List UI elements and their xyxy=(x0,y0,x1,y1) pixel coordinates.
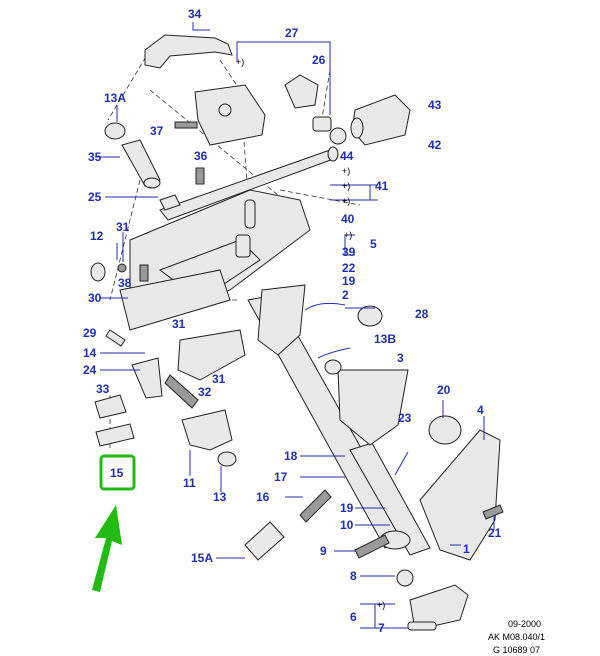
label-41: 41 xyxy=(375,179,389,193)
label-31-c: 31 xyxy=(212,372,226,386)
label-33: 33 xyxy=(96,382,110,396)
label-44: 44 xyxy=(340,149,354,163)
label-19-a: 19 xyxy=(342,274,356,288)
roller-13b xyxy=(324,359,342,375)
bolts xyxy=(117,121,205,282)
label-35: 35 xyxy=(88,150,102,164)
footer-date: 09-2000 xyxy=(508,619,541,629)
shift-bracket-34 xyxy=(144,34,233,69)
sleeve-15a xyxy=(244,521,285,561)
label-34: 34 xyxy=(188,7,202,21)
detent-parts xyxy=(94,394,135,447)
label-13b: 13B xyxy=(374,332,396,346)
lower-linkage xyxy=(396,569,469,631)
direction-arrows xyxy=(304,302,409,476)
label-18: 18 xyxy=(284,449,298,463)
clip-11 xyxy=(181,409,233,451)
label-6: 6 xyxy=(350,610,357,624)
label-31-b: 31 xyxy=(172,317,186,331)
label-9: 9 xyxy=(320,544,327,558)
footer-code: G 10689 07 xyxy=(493,645,540,655)
shift-fork-2 xyxy=(257,284,306,356)
selector-housing xyxy=(119,189,311,331)
label-31-a: 31 xyxy=(116,220,130,234)
label-28: 28 xyxy=(415,307,429,321)
label-4: 4 xyxy=(477,403,484,417)
label-23: 23 xyxy=(398,411,412,425)
label-36: 36 xyxy=(194,149,208,163)
label-2: 2 xyxy=(342,288,349,302)
label-14: 14 xyxy=(83,346,97,360)
green-arrow-icon xyxy=(92,505,122,592)
label-43: 43 xyxy=(428,98,442,112)
shift-fork-3 xyxy=(337,369,409,446)
label-19-b: 19 xyxy=(340,501,354,515)
label-1: 1 xyxy=(463,542,470,556)
label-11: 11 xyxy=(183,476,196,490)
svg-text:+): +) xyxy=(377,600,385,610)
label-39: 39 xyxy=(342,245,356,259)
main-shaft xyxy=(247,294,431,556)
label-20: 20 xyxy=(437,383,451,397)
upper-rail xyxy=(159,146,339,221)
label-22: 22 xyxy=(342,261,356,275)
label-16: 16 xyxy=(256,490,270,504)
label-8: 8 xyxy=(350,569,357,583)
part-labels: 34 27 26 13A 43 37 42 36 35 44 41 25 40 … xyxy=(83,7,502,635)
svg-text:+): +) xyxy=(342,196,350,206)
label-21: 21 xyxy=(488,526,502,540)
bush-13 xyxy=(217,451,237,467)
shift-fork-4 xyxy=(419,429,501,561)
highlight-box xyxy=(99,454,136,491)
label-40: 40 xyxy=(341,212,355,226)
label-26: 26 xyxy=(312,53,326,67)
label-15-highlighted: 15 xyxy=(110,466,124,480)
label-32: 32 xyxy=(198,385,212,399)
gear-sleeve-43 xyxy=(329,94,411,146)
svg-text:+): +) xyxy=(342,181,350,191)
label-29: 29 xyxy=(83,326,97,340)
leader-lines xyxy=(95,22,495,629)
svg-text:+): +) xyxy=(342,166,350,176)
label-7: 7 xyxy=(378,621,385,635)
label-30: 30 xyxy=(88,291,102,305)
plus-marks: +) +) +) +) +) +) xyxy=(236,57,385,610)
label-27: 27 xyxy=(285,26,299,40)
label-17: 17 xyxy=(274,470,288,484)
label-13a: 13A xyxy=(104,91,126,105)
highlight-group xyxy=(92,454,136,592)
label-38: 38 xyxy=(118,276,132,290)
pin-21 xyxy=(482,504,504,520)
interlock-plate xyxy=(194,74,332,146)
svg-text:+): +) xyxy=(344,230,352,240)
drawing-footer: 09-2000 AK M08.040/1 G 10689 07 xyxy=(488,619,545,655)
roller-20 xyxy=(428,415,462,445)
footer-ref: AK M08.040/1 xyxy=(488,632,545,642)
label-15a: 15A xyxy=(191,551,213,565)
label-3: 3 xyxy=(397,351,404,365)
label-42: 42 xyxy=(428,138,442,152)
label-5: 5 xyxy=(370,237,377,251)
selector-spring xyxy=(131,329,246,409)
label-10: 10 xyxy=(340,518,354,532)
label-37: 37 xyxy=(150,124,164,138)
bushing-35 xyxy=(104,122,181,211)
label-13: 13 xyxy=(213,490,227,504)
pins xyxy=(90,199,256,347)
label-24: 24 xyxy=(83,363,97,377)
label-25: 25 xyxy=(88,190,102,204)
spring-16 xyxy=(299,489,332,523)
screw-9 xyxy=(354,534,390,559)
circlip-28 xyxy=(357,305,383,327)
svg-text:+): +) xyxy=(236,57,244,67)
label-12: 12 xyxy=(90,229,104,243)
